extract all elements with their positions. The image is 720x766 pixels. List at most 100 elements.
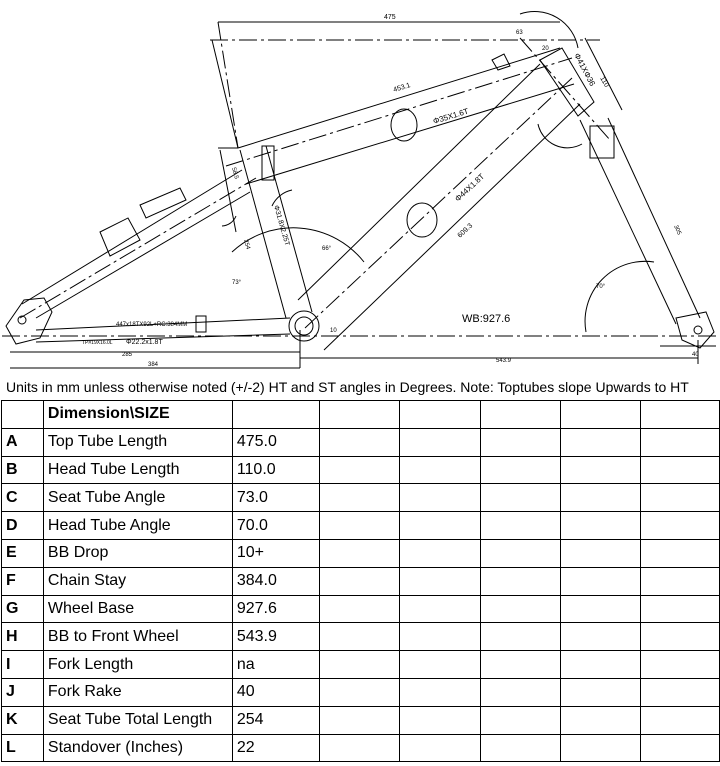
top-tube-length-label: 453.1 bbox=[393, 82, 412, 94]
empty-size-cell bbox=[559, 427, 642, 457]
angle-arcs bbox=[221, 11, 655, 333]
empty-size-cell bbox=[399, 455, 481, 485]
top-tube-label: 475 bbox=[384, 14, 396, 21]
row-code-cell: K bbox=[1, 705, 44, 735]
dimension-name-cell: Seat Tube Angle bbox=[42, 483, 233, 513]
row-code-cell: E bbox=[1, 538, 44, 568]
empty-size-cell bbox=[479, 622, 561, 652]
empty-size-cell bbox=[319, 733, 401, 763]
empty-size-cell bbox=[399, 427, 481, 457]
dimension-name-cell: Fork Length bbox=[42, 650, 233, 679]
empty-size-cell bbox=[479, 650, 561, 679]
bb-angle-label: 66° bbox=[322, 246, 332, 252]
row-code-cell: L bbox=[1, 733, 44, 763]
dimension-value-cell: 73.0 bbox=[231, 483, 321, 513]
top-tube bbox=[225, 47, 575, 185]
empty-size-cell bbox=[559, 622, 642, 652]
head-tube-top-label: 63 bbox=[516, 30, 523, 36]
dimension-value-cell: 40 bbox=[231, 677, 321, 707]
head-tube bbox=[519, 37, 611, 141]
dimension-name-cell: Wheel Base bbox=[42, 594, 233, 624]
dimension-value-cell: 384.0 bbox=[231, 566, 321, 596]
chainstay-diameter-label: Φ22.2x1.8T bbox=[126, 339, 163, 346]
dimension-value-cell: 110.0 bbox=[231, 455, 321, 485]
top-tube-diameter-label: Φ35X1.6T bbox=[432, 107, 470, 126]
size-column-header bbox=[640, 400, 720, 429]
seat-angle-label: 73° bbox=[232, 280, 242, 286]
empty-size-cell bbox=[399, 483, 481, 513]
empty-size-cell bbox=[640, 511, 720, 540]
row-code-cell: F bbox=[1, 566, 44, 596]
empty-size-cell bbox=[399, 511, 481, 540]
empty-size-cell bbox=[559, 511, 642, 540]
units-note: Units in mm unless otherwise noted (+/-2… bbox=[6, 379, 689, 395]
row-code-cell: D bbox=[1, 511, 44, 540]
dimension-name-cell: BB to Front Wheel bbox=[42, 622, 233, 652]
seatstay-spec-label: TP#19X16.0L bbox=[82, 340, 113, 346]
empty-size-cell bbox=[399, 594, 481, 624]
bb-drop-label: 10 bbox=[330, 328, 337, 334]
empty-size-cell bbox=[640, 594, 720, 624]
dimension-name-cell: BB Drop bbox=[42, 538, 233, 568]
empty-size-cell bbox=[559, 538, 642, 568]
size-column-header bbox=[399, 400, 481, 429]
empty-size-cell bbox=[479, 455, 561, 485]
empty-size-cell bbox=[640, 733, 720, 763]
seat-cluster-label: 58.5 bbox=[230, 167, 239, 181]
empty-size-cell bbox=[319, 677, 401, 707]
chainstay-spec-label: 447x18TX92L+RC:384MM bbox=[116, 322, 187, 328]
empty-size-cell bbox=[479, 511, 561, 540]
size-column-header bbox=[319, 400, 401, 429]
empty-size-cell bbox=[319, 566, 401, 596]
head-tube-length-label: 110 bbox=[598, 76, 610, 89]
empty-size-cell bbox=[399, 705, 481, 735]
empty-size-cell bbox=[559, 566, 642, 596]
down-tube-length-label: 609.3 bbox=[457, 222, 475, 239]
empty-size-cell bbox=[640, 566, 720, 596]
empty-size-cell bbox=[479, 733, 561, 763]
header-code-cell bbox=[1, 400, 44, 429]
empty-size-cell bbox=[640, 705, 720, 735]
dimension-value-cell: 543.9 bbox=[231, 622, 321, 652]
row-code-cell: J bbox=[1, 677, 44, 707]
fork-length-label: 305 bbox=[672, 224, 682, 236]
size-column-header bbox=[479, 400, 561, 429]
dimension-name-cell: Standover (Inches) bbox=[42, 733, 233, 763]
head-tube-angle-label: 70° bbox=[596, 284, 606, 290]
down-tube bbox=[297, 63, 581, 351]
seat-stay bbox=[19, 169, 257, 319]
empty-size-cell bbox=[640, 455, 720, 485]
dimension-name-cell: Chain Stay bbox=[42, 566, 233, 596]
empty-size-cell bbox=[559, 733, 642, 763]
empty-size-cell bbox=[559, 677, 642, 707]
empty-size-cell bbox=[399, 538, 481, 568]
empty-size-cell bbox=[479, 483, 561, 513]
empty-size-cell bbox=[319, 594, 401, 624]
head-tube-small-label: 20 bbox=[542, 46, 549, 52]
empty-size-cell bbox=[559, 594, 642, 624]
empty-size-cell bbox=[319, 427, 401, 457]
rake-label: 40 bbox=[692, 352, 699, 358]
empty-size-cell bbox=[479, 566, 561, 596]
frame-geometry-drawing: 475 453.1 Φ35X1.6T 110 Φ41XΦ36 63 20 Φ44… bbox=[0, 0, 720, 378]
empty-size-cell bbox=[399, 677, 481, 707]
size-column-header bbox=[231, 400, 321, 429]
empty-size-cell bbox=[319, 483, 401, 513]
seat-tube bbox=[239, 145, 313, 319]
empty-size-cell bbox=[399, 650, 481, 679]
seat-tube-length-label: 254 bbox=[242, 239, 251, 251]
empty-size-cell bbox=[319, 538, 401, 568]
dimension-value-cell: 927.6 bbox=[231, 594, 321, 624]
size-column-header bbox=[559, 400, 642, 429]
frame-drawing-svg: 475 453.1 Φ35X1.6T 110 Φ41XΦ36 63 20 Φ44… bbox=[2, 11, 716, 369]
dimension-name-cell: Head Tube Length bbox=[42, 455, 233, 485]
empty-size-cell bbox=[479, 427, 561, 457]
